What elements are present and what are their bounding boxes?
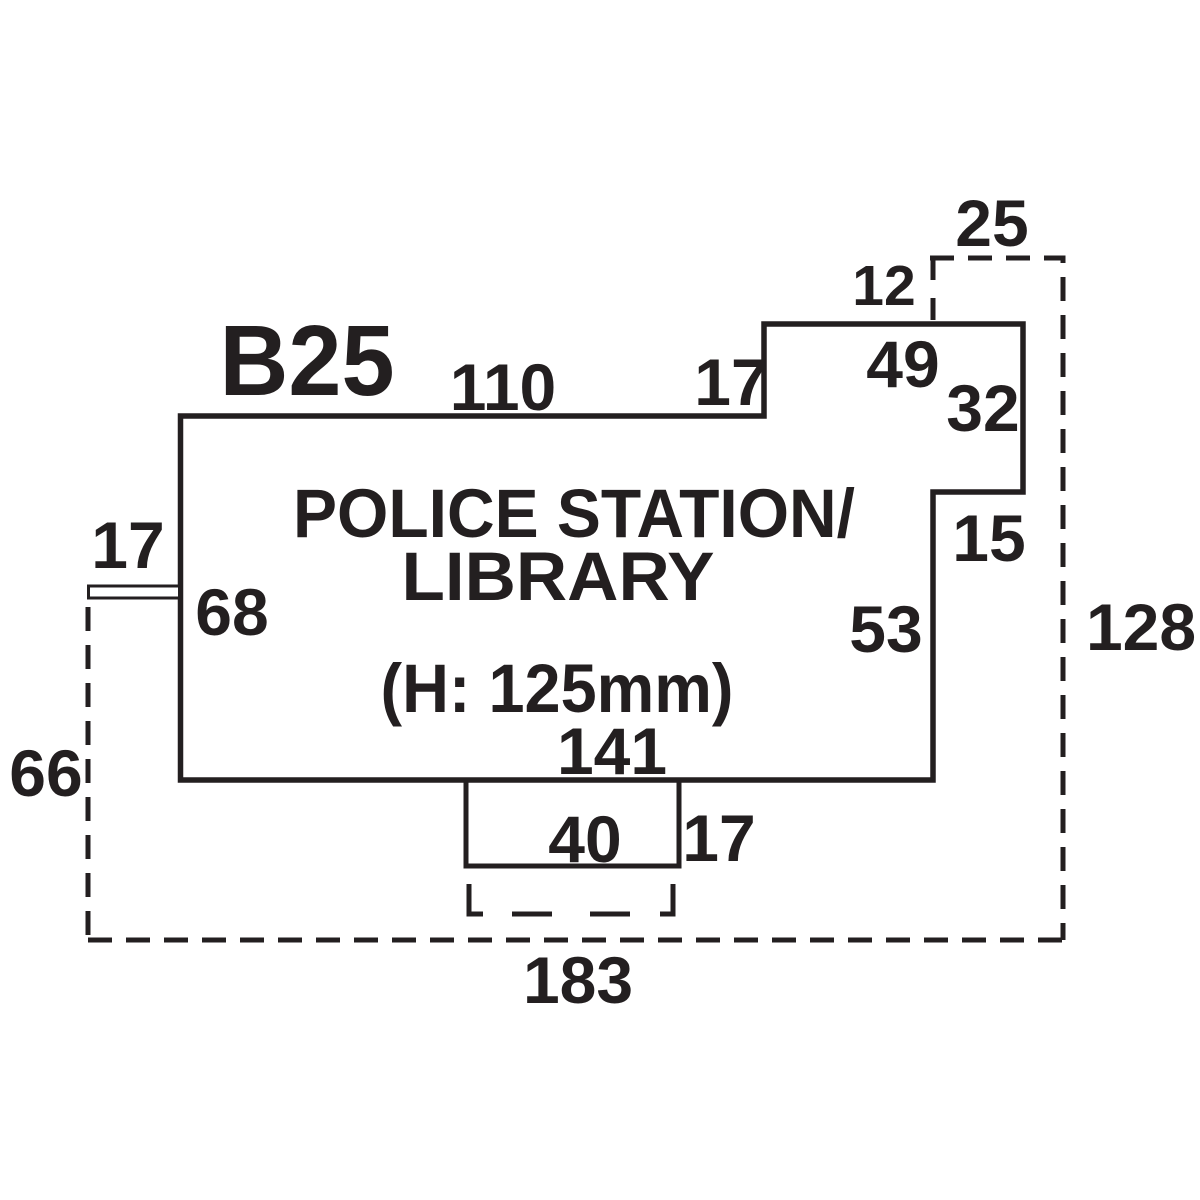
sign-code-label: B25	[220, 305, 395, 417]
dim-top-inset: 12	[852, 254, 915, 318]
dim-right-notch-width: 15	[952, 501, 1025, 575]
left-tab-shape	[87, 584, 181, 600]
dim-left-side-height: 68	[195, 575, 268, 649]
dim-top-right-width: 25	[955, 186, 1028, 260]
envelope-top-right-dashed-line	[930, 255, 1066, 940]
dim-bottom-tab-height: 17	[682, 801, 755, 875]
dim-bottom-width: 141	[557, 714, 667, 788]
dim-left-tab-width: 17	[91, 508, 164, 582]
dim-top-width: 110	[450, 350, 556, 424]
dim-top-step-height: 17	[694, 345, 767, 419]
sign-outline-shape	[177, 321, 1026, 783]
bottom-tab-shape	[463, 777, 682, 869]
dim-upper-right-height: 32	[946, 371, 1019, 445]
dim-overall-height: 128	[1086, 590, 1196, 664]
sign-height-note: (H: 125mm)	[381, 650, 734, 727]
dim-right-lower-height: 53	[849, 592, 922, 666]
dim-overall-width: 183	[523, 943, 633, 1017]
sign-title-line2: LIBRARY	[402, 538, 715, 615]
dim-upper-top-width: 49	[866, 327, 939, 401]
dim-left-lower-height: 66	[9, 736, 82, 810]
dim-bottom-tab-width: 40	[548, 802, 621, 876]
sign-title-line1: POLICE STATION/	[293, 475, 855, 552]
bottom-tab-dashed-bracket	[466, 884, 676, 917]
